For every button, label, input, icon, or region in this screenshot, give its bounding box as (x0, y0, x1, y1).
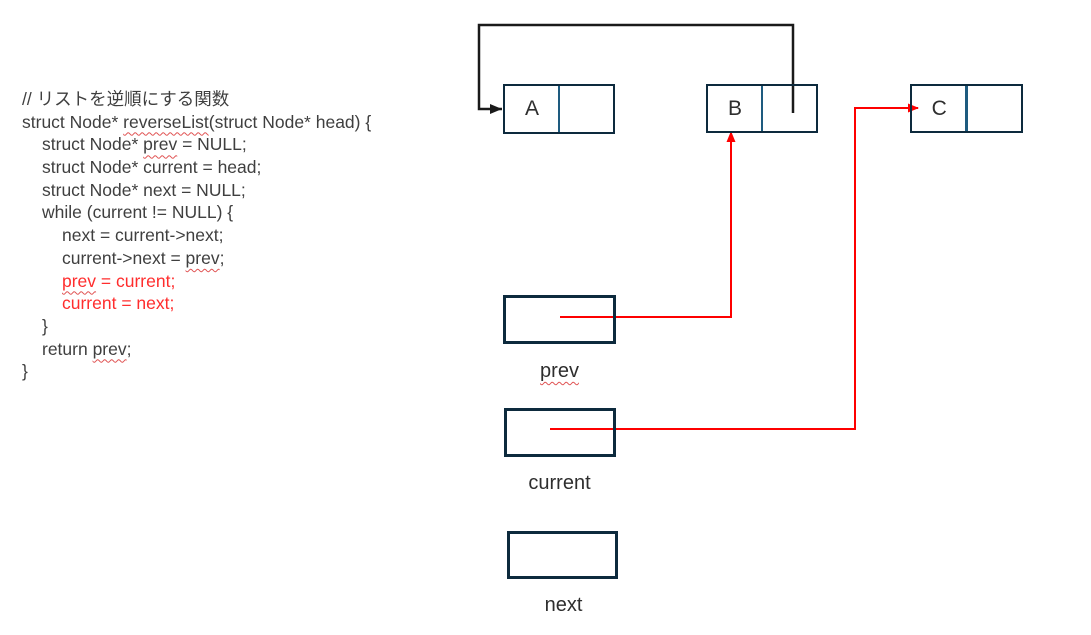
var-prev-label-text: prev (540, 360, 579, 382)
code-text: reverseList (123, 111, 209, 132)
code-text: current = next; (62, 293, 175, 314)
var-next-label: next (544, 594, 583, 616)
code-text: (struct Node* head) { (208, 111, 372, 132)
node-a-label: A (524, 97, 539, 120)
code-text: prev (92, 338, 127, 359)
var-prev-box (503, 295, 616, 344)
code-line: next = current->next; (22, 224, 371, 247)
code-line: return prev; (22, 338, 371, 361)
code-text: next = current->next; (62, 225, 224, 246)
code-text: while (current != NULL) { (42, 202, 234, 223)
code-line: struct Node* prev = NULL; (22, 133, 371, 156)
code-line: prev = current; (22, 270, 371, 293)
code-text: ; (126, 338, 132, 359)
code-text: = NULL; (177, 134, 247, 155)
code-text: prev (185, 247, 220, 268)
code-line: struct Node* reverseList(struct Node* he… (22, 111, 371, 134)
code-text: return (42, 338, 93, 359)
code-text: // リストを逆順にする関数 (22, 89, 230, 109)
code-text: struct Node* (22, 111, 124, 132)
code-line: } (22, 360, 371, 383)
var-next-box (507, 531, 618, 579)
code-text: = current; (96, 270, 176, 291)
code-text: current->next = (62, 247, 186, 268)
var-prev-label: prev (503, 360, 616, 383)
code-line: current = next; (22, 292, 371, 315)
code-text: } (42, 315, 48, 336)
code-text: ; (219, 247, 225, 268)
var-current-box (504, 408, 616, 457)
code-text: struct Node* current = head; (42, 157, 262, 178)
node-a: A (503, 84, 615, 134)
code-text: prev (62, 270, 97, 291)
code-line: struct Node* next = NULL; (22, 179, 371, 202)
arrow-prev-to-b (560, 131, 736, 318)
code-line: // リストを逆順にする関数 (22, 88, 371, 111)
node-a-divider (557, 86, 561, 132)
node-b-label: B (727, 96, 742, 120)
node-c-label: C (931, 96, 947, 120)
node-c: C (910, 84, 1023, 133)
code-text: } (22, 361, 28, 382)
code-line: struct Node* current = head; (22, 156, 371, 179)
var-current-label: current (528, 472, 591, 494)
code-text: prev (143, 134, 178, 155)
code-line: } (22, 315, 371, 338)
code-text: struct Node* (42, 134, 144, 155)
code-line: current->next = prev; (22, 247, 371, 270)
code-text: struct Node* next = NULL; (42, 179, 246, 200)
node-c-divider (965, 86, 968, 131)
node-b: B (706, 84, 818, 133)
node-b-divider (760, 86, 764, 131)
code-line: while (current != NULL) { (22, 201, 371, 224)
